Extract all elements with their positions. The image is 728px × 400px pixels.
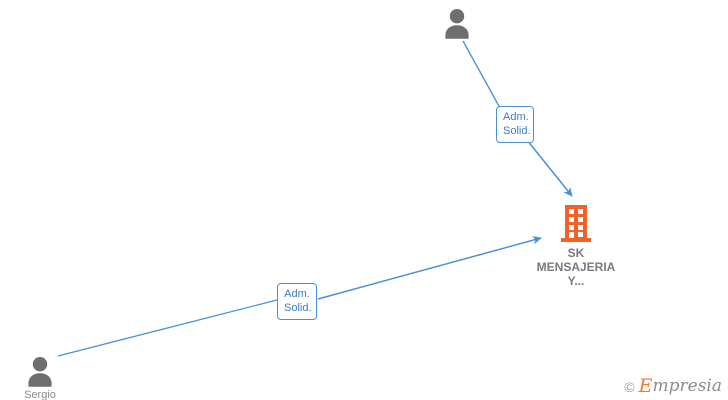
edge-top-segment-a xyxy=(462,40,501,109)
company-name-line3: Y... xyxy=(567,274,585,288)
company-node[interactable]: SK MENSAJERIA Y... xyxy=(516,203,636,288)
edge-label-bottom-line1: Adm. xyxy=(284,288,310,300)
edge-label-top-line1: Adm. xyxy=(503,111,529,123)
edge-label-bottom-line2: Solid. xyxy=(284,302,312,314)
person-icon xyxy=(28,357,52,387)
person-node-bottom[interactable]: Sergio xyxy=(0,356,85,400)
edge-top-segment-b xyxy=(526,139,573,197)
brand-initial: E xyxy=(638,375,653,397)
edge-label-top[interactable]: Adm. Solid. xyxy=(496,106,534,143)
brand-name: mpresia xyxy=(652,376,723,396)
person-label-bottom: Sergio xyxy=(24,389,56,400)
company-name-line2: MENSAJERIA xyxy=(536,260,616,274)
person-icon xyxy=(445,9,469,39)
edge-bottom-segment-a xyxy=(57,299,278,357)
edge-bottom-segment-b xyxy=(317,236,542,300)
copyright-icon: © xyxy=(624,378,635,395)
edge-label-bottom[interactable]: Adm. Solid. xyxy=(277,283,317,320)
person-node-top[interactable] xyxy=(412,8,502,41)
edge-label-top-line2: Solid. xyxy=(503,125,531,137)
empresia-watermark: © E mpresia xyxy=(624,377,722,396)
company-name-line1: SK xyxy=(567,246,585,260)
building-icon xyxy=(561,205,591,242)
